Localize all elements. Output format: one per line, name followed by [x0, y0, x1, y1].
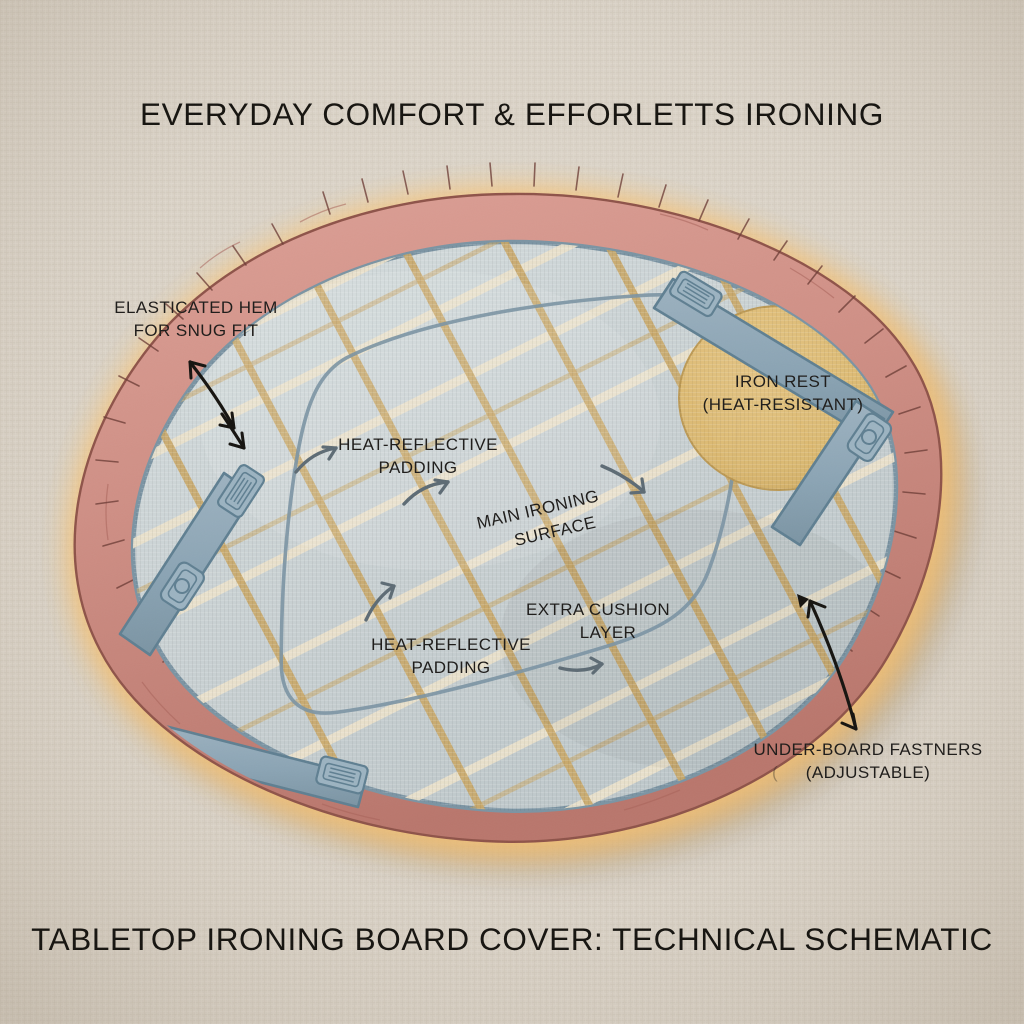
label-line: HEAT-REFLECTIVE — [338, 435, 498, 454]
label-line: ELASTICATED HEM — [114, 298, 277, 317]
page-caption: TABLETOP IRONING BOARD COVER: TECHNICAL … — [31, 921, 993, 957]
label-line: PADDING — [412, 658, 491, 677]
label-line: FOR SNUG FIT — [134, 321, 259, 340]
page-title: EVERYDAY COMFORT & EFFORLETTS IRONING — [140, 96, 884, 132]
label-line: EXTRA CUSHION — [526, 600, 670, 619]
label-line: UNDER-BOARD FASTNERS — [753, 740, 982, 759]
label-line: PADDING — [379, 458, 458, 477]
label-line: (ADJUSTABLE) — [806, 763, 930, 782]
label-line: (HEAT-RESISTANT) — [703, 395, 864, 414]
ghost-glyph-artifact: ( — [772, 763, 778, 782]
label-line: HEAT-REFLECTIVE — [371, 635, 531, 654]
label-line: LAYER — [580, 623, 637, 642]
label-line: IRON REST — [735, 372, 831, 391]
